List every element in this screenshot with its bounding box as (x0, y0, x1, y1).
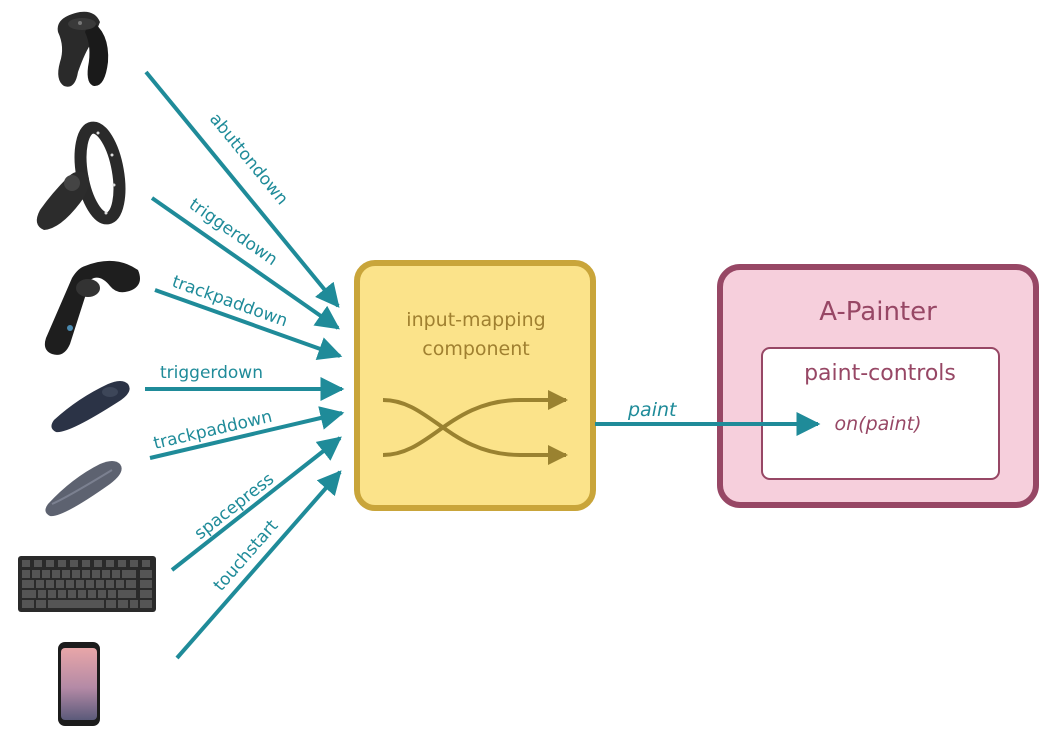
gear-vr-controller-icon (45, 461, 122, 517)
arrow-spacepress (170, 436, 342, 572)
crossing-arrow-down (382, 398, 568, 465)
crossing-arrow-up (382, 390, 568, 457)
mapper-title-line2: component (422, 338, 530, 360)
keyboard-icon (18, 556, 156, 612)
event-arrows (144, 70, 345, 660)
arrow-touchstart (175, 470, 342, 660)
label-trackpaddown-2: trackpaddown (152, 407, 275, 454)
arrow-trackpaddown-2 (149, 406, 345, 460)
daydream-controller-icon (51, 381, 130, 433)
event-handler: on(paint) (835, 413, 922, 435)
vive-controller-icon (44, 260, 140, 355)
label-paint: paint (627, 399, 678, 421)
a-painter-app: A-Painter paint-controls on(paint) (717, 264, 1039, 508)
arrow-triggerdown-1 (150, 196, 340, 330)
input-mapping-component: input-mapping component (354, 260, 596, 511)
smartphone-icon (58, 642, 100, 726)
mapper-title-line1: input-mapping (406, 309, 545, 331)
windows-mr-controller-icon (36, 121, 126, 230)
paint-controls-component (761, 347, 1000, 480)
arrow-abuttondown (144, 70, 340, 308)
label-triggerdown-2: triggerdown (160, 363, 263, 383)
oculus-touch-controller-icon (57, 11, 109, 87)
component-title: paint-controls (804, 361, 956, 386)
arrow-trackpaddown-1 (154, 288, 343, 361)
app-title: A-Painter (819, 297, 937, 327)
